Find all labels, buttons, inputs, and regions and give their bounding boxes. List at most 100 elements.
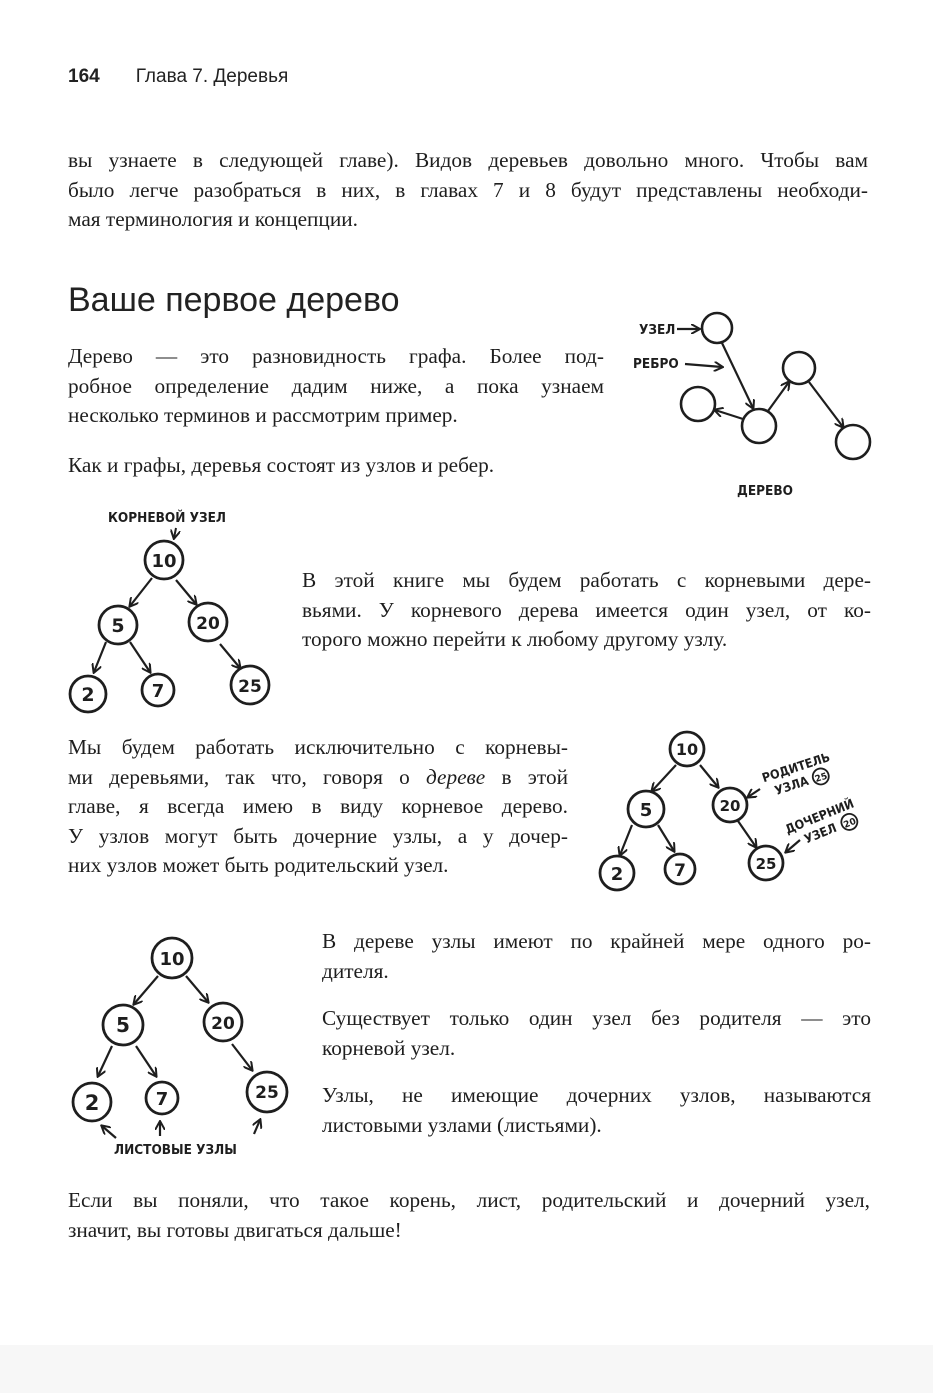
text-line: корневой узел.	[322, 1035, 456, 1060]
tree-edge	[219, 643, 240, 668]
tree-node	[668, 730, 706, 768]
node-value: 7	[156, 1089, 169, 1110]
tree-node	[598, 854, 636, 892]
tree-edge	[699, 764, 718, 787]
chapter-title: Глава 7. Деревья	[135, 66, 289, 87]
figure-caption: ДЕРЕВО	[737, 483, 793, 499]
tree-node	[202, 1001, 244, 1043]
node-value: 25	[756, 855, 777, 873]
text-line: У узлов могут быть дочерние узлы, а у до…	[68, 823, 568, 848]
tree-edge	[231, 1043, 252, 1070]
parent-ref-value: 25	[814, 772, 829, 785]
tree-node	[140, 672, 176, 708]
root-node-label: КОРНЕВОЙ УЗЕЛ	[108, 509, 226, 526]
tree-node	[68, 674, 108, 714]
text-line: Узлы, не имеющие дочерних узлов, называю…	[322, 1083, 871, 1107]
paragraph-tree-definition: Дерево — это разновидность графа. Более …	[68, 342, 604, 431]
node-value: 20	[720, 797, 741, 815]
text-line: В дереве узлы имеют по крайней мере одно…	[322, 929, 871, 953]
tree-node	[187, 601, 229, 643]
tree-node	[781, 350, 817, 386]
paragraph-conclusion: Если вы поняли, что такое корень, лист, …	[68, 1186, 870, 1245]
text-line: мая терминология и концепции.	[68, 207, 358, 231]
tree-node	[245, 1070, 289, 1114]
emphasis-word: дереве	[425, 764, 486, 789]
paragraph-leaves: Узлы, не имеющие дочерних узлов, называю…	[322, 1081, 871, 1140]
text-line: Если вы поняли, что такое корень, лист, …	[68, 1188, 870, 1212]
tree-node	[740, 407, 778, 445]
page-header: 164 Глава 7. Деревья	[68, 66, 288, 88]
page-bottom-edge	[0, 1345, 933, 1393]
tree-edge	[657, 824, 674, 851]
edge-pointer-arrow	[684, 364, 722, 367]
text-line: было легче разобраться в них, в главах 7…	[68, 177, 868, 202]
tree-edge	[652, 764, 677, 791]
text-line: Существует только один узел без родителя…	[322, 1006, 871, 1030]
text-line: дителя.	[322, 958, 389, 983]
tree-edge	[129, 641, 150, 672]
tree-edge	[808, 381, 843, 427]
node-value: 10	[151, 551, 176, 572]
node-value: 10	[676, 740, 698, 759]
tree-edge	[721, 342, 753, 408]
figure-rooted-tree: КОРНЕВОЙ УЗЕЛ 10 5 20 2 7 25	[68, 509, 271, 714]
tree-node	[711, 786, 749, 824]
node-value: 7	[152, 681, 165, 702]
text-line: вы узнаете в следующей главе). Видов дер…	[68, 148, 868, 172]
tree-edge	[185, 975, 208, 1002]
text-line: главе, я всегда имею в виду корневое дер…	[68, 794, 568, 818]
node-value: 20	[211, 1014, 235, 1034]
node-value: 2	[81, 684, 94, 706]
tree-node	[626, 789, 666, 829]
paragraph-parents: В дереве узлы имеют по крайней мере одно…	[322, 927, 871, 986]
text-line: робное определение дадим ниже, а пока уз…	[68, 373, 604, 398]
text-line: Мы будем работать исключительно с корнев…	[68, 735, 568, 759]
text-line: торого можно перейти к любому другому уз…	[302, 627, 728, 651]
tree-node	[143, 539, 185, 581]
tree-edge	[715, 410, 744, 421]
page-number: 164	[68, 66, 100, 87]
section-title: Ваше первое дерево	[68, 281, 400, 319]
node-value: 5	[111, 615, 124, 637]
tree-node	[700, 311, 734, 345]
tree-node	[229, 664, 271, 706]
tree-edge	[737, 820, 756, 847]
intro-paragraph: вы узнаете в следующей главе). Видов дер…	[68, 146, 868, 235]
ref-node-badge	[840, 813, 859, 831]
node-value: 5	[116, 1013, 130, 1037]
paragraph-root: Существует только один узел без родителя…	[322, 1004, 871, 1063]
text-line: Дерево — это разновидность графа. Более …	[68, 344, 604, 368]
tree-edge	[620, 824, 634, 855]
node-value: 25	[238, 677, 262, 697]
tree-node	[679, 385, 717, 423]
tree-node	[97, 604, 139, 646]
text-line: В этой книге мы будем работать с корневы…	[302, 568, 871, 592]
tree-node	[144, 1080, 180, 1116]
text-line: Как и графы, деревья состоят из узлов и …	[68, 453, 495, 477]
tree-node	[663, 852, 697, 886]
parent-pointer-arrow	[748, 788, 761, 797]
child-pointer-arrow	[786, 839, 801, 852]
node-value: 20	[196, 614, 220, 634]
figure-tree-graph: УЗЕЛ РЕБРО ДЕРЕВО	[633, 311, 872, 499]
figure-parent-child-tree: 10 5 20 2 7 25 РОДИТЕЛЬ УЗЛА 25 ДОЧЕРНИЙ…	[598, 730, 859, 892]
tree-node	[834, 423, 872, 461]
ref-node-badge	[811, 767, 830, 786]
node-value: 10	[159, 949, 184, 970]
tree-edge	[130, 577, 153, 606]
text-line: значит, вы готовы двигаться дальше!	[68, 1217, 402, 1242]
leaf-pointer-arrow	[254, 1120, 260, 1135]
text-line: них узлов может быть родительский узел.	[68, 853, 449, 877]
text-line: ми деревьями, так что, говоря о дереве в…	[68, 764, 568, 789]
tree-edge	[134, 975, 159, 1004]
text-line: вьями. У корневого дерева имеется один у…	[302, 597, 871, 622]
leaf-pointer-arrow	[102, 1126, 117, 1139]
tree-edge	[94, 641, 108, 672]
tree-node	[150, 936, 194, 980]
tree-node	[101, 1003, 145, 1047]
paragraph-nodes-edges: Как и графы, деревья состоят из узлов и …	[68, 451, 608, 481]
child-ref-value: 20	[842, 817, 857, 831]
tree-edge	[767, 382, 789, 412]
text-line: несколько терминов и рассмотрим пример.	[68, 403, 458, 427]
root-pointer-arrow	[174, 527, 176, 538]
